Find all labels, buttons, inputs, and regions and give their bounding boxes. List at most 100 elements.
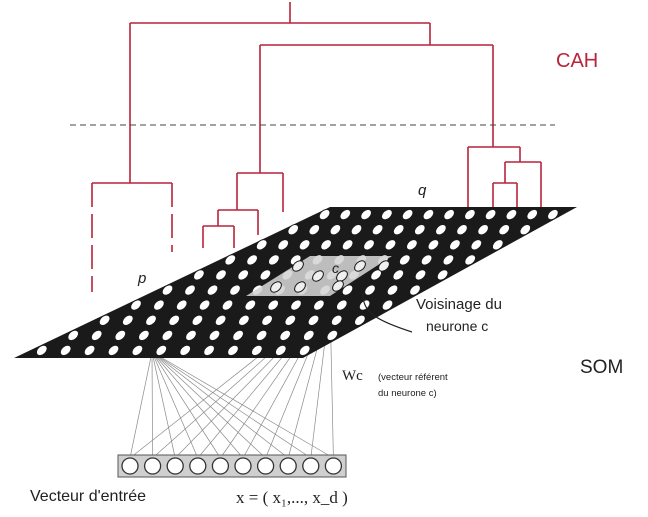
som-neuron	[292, 260, 304, 272]
som-neuron	[484, 208, 497, 221]
input-neuron	[256, 457, 275, 475]
som-neuron	[237, 269, 250, 281]
som-neuron	[519, 224, 532, 236]
som-neuron	[341, 239, 354, 251]
som-neuron	[378, 260, 390, 272]
som-neuron	[270, 281, 282, 293]
referent-label-line2: du neurone c)	[378, 388, 437, 399]
som-neuron	[341, 284, 354, 296]
connection-line	[151, 351, 153, 459]
som-neuron	[354, 314, 366, 326]
neuron-c-label: c	[332, 260, 339, 276]
som-neuron	[320, 239, 332, 251]
som-neuron	[398, 254, 411, 266]
som-neuron	[371, 224, 384, 236]
som-neuron	[381, 299, 394, 311]
som-neuron	[191, 314, 204, 326]
som-neuron	[308, 224, 321, 236]
som-neuron	[443, 208, 455, 221]
som-neuron	[413, 224, 426, 236]
som-neuron	[498, 224, 511, 236]
som-neuron	[138, 329, 150, 342]
som-neuron	[526, 208, 539, 221]
connection-line	[151, 351, 244, 459]
som-neuron	[214, 314, 227, 326]
som-neuron	[386, 284, 399, 296]
som-neuron	[227, 344, 239, 357]
connection-line	[151, 351, 221, 459]
som-neuron	[464, 208, 476, 221]
som-neuron	[185, 329, 197, 342]
som-neuron	[224, 254, 237, 266]
som-neuron	[363, 239, 375, 251]
referent-label-line1: (vecteur référent	[378, 372, 448, 383]
som-neuron	[83, 344, 96, 357]
som-neuron	[290, 299, 302, 311]
som-neuron	[114, 329, 127, 342]
som-neuron	[298, 239, 311, 251]
neighborhood-label-line1: Voisinage du	[416, 296, 502, 313]
som-neuron	[326, 329, 339, 342]
cluster-q-label: q	[418, 182, 427, 199]
som-neuron	[198, 299, 211, 311]
input-neuron	[143, 457, 162, 475]
som-neuron	[335, 299, 348, 311]
som-neuron	[59, 344, 72, 357]
input-neuron	[211, 457, 230, 475]
cah-dendrogram	[91, 2, 542, 292]
som-neuron	[360, 208, 372, 221]
som-neuron	[312, 270, 324, 282]
som-neuron	[354, 260, 366, 272]
input-vector-formula: x = ( x₁,..., x_d )	[236, 488, 348, 507]
som-neuron	[153, 299, 165, 311]
connection-line	[151, 351, 199, 459]
som-neuron	[107, 344, 120, 357]
input-neuron	[279, 457, 297, 475]
connection-line	[151, 351, 176, 459]
som-neuron	[131, 344, 144, 357]
som-neuron	[313, 299, 325, 311]
som-neuron	[90, 329, 103, 342]
som-neuron	[251, 344, 263, 357]
som-neuron	[184, 284, 196, 296]
som-neuron	[67, 329, 80, 342]
som-neuron	[329, 224, 342, 236]
som-neuron	[161, 329, 174, 342]
som-neuron	[442, 254, 455, 266]
som-neuron	[232, 329, 244, 342]
som-neuron	[298, 344, 311, 357]
som-neuron	[221, 299, 234, 311]
som-neuron	[35, 344, 48, 357]
som-neuron	[261, 314, 273, 326]
input-neurons	[121, 457, 343, 475]
som-neuron	[98, 314, 111, 326]
som-neuron	[161, 284, 174, 296]
som-neuron	[414, 269, 427, 281]
som-neuron	[294, 281, 306, 293]
som-neuron	[449, 239, 461, 251]
som-label: SOM	[580, 357, 624, 378]
som-neuron	[284, 314, 297, 326]
neighborhood-pointer	[362, 291, 413, 333]
som-neuron	[246, 254, 258, 266]
som-neuron	[175, 299, 188, 311]
som-neuron	[206, 284, 219, 296]
som-neuron	[436, 269, 449, 281]
som-neuron	[208, 329, 221, 342]
connection-line	[151, 351, 334, 459]
input-neuron	[121, 457, 139, 475]
som-neuron	[268, 254, 280, 266]
som-neuron	[505, 208, 518, 221]
cluster-p-label: p	[138, 270, 147, 287]
som-neuron	[491, 239, 504, 251]
som-neuron	[255, 239, 268, 251]
som-neuron	[279, 329, 292, 342]
input-vector-label: Vecteur d'entrée	[30, 488, 147, 505]
connection-line	[151, 351, 266, 459]
neighborhood-label-line2: neurone c	[426, 318, 489, 334]
som-neuron	[364, 284, 376, 296]
som-neuron	[547, 208, 559, 221]
som-neuron	[464, 254, 477, 266]
neighborhood-neurons	[270, 260, 390, 293]
